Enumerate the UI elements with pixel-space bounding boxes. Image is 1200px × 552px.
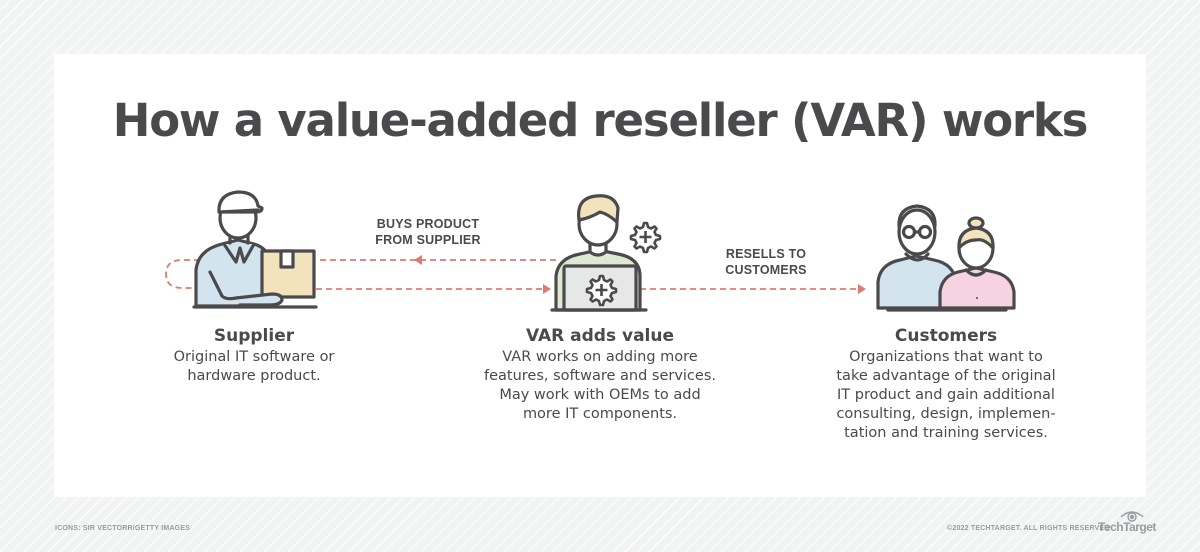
description-line: more IT components. [522, 406, 678, 422]
techtarget-logo-icon [1120, 511, 1144, 522]
description-line: tation and training services. [844, 425, 1048, 441]
copyright-notice: ©2022 TECHTARGET. ALL RIGHTS RESERVED [947, 525, 1110, 532]
page-title: How a value-added reseller (VAR) works [112, 94, 1089, 147]
description-line: Original IT software or [173, 349, 335, 365]
arrow-left-icon [414, 255, 422, 265]
description-line: VAR works on adding more [502, 349, 698, 365]
description-line: Organizations that want to [849, 349, 1043, 365]
gear-plus-icon [585, 274, 618, 307]
flow-label-line: CUSTOMERS [725, 263, 807, 277]
description-line: May work with OEMs to add [499, 387, 701, 403]
icon-credit: ICONS: SIR VECTORR/GETTY IMAGES [55, 525, 191, 532]
var-description: VAR works on adding more features, softw… [460, 348, 740, 424]
brand-logo-text: TechTarget [1098, 520, 1156, 534]
description-line: features, software and services. [484, 368, 716, 384]
flow-label-line: BUYS PRODUCT [376, 217, 480, 231]
description-line: hardware product. [187, 368, 321, 384]
customers-title: Customers [894, 326, 998, 346]
supplier-description: Original IT software or hardware product… [124, 348, 384, 386]
supplier-title: Supplier [213, 326, 295, 346]
flow-label-line: RESELLS TO [725, 247, 807, 261]
couple-icon [876, 204, 1016, 312]
description-line: consulting, design, implemen- [836, 406, 1056, 422]
buy-flow-label: BUYS PRODUCT FROM SUPPLIER [358, 216, 498, 248]
delivery-person-icon [192, 190, 318, 309]
arrow-right-icon [858, 284, 866, 294]
arrowheads [414, 255, 866, 294]
arrow-right-icon [543, 284, 551, 294]
description-line: IT product and gain additional [837, 387, 1055, 403]
gear-plus-icon [629, 221, 662, 254]
flow-arrows [165, 259, 858, 290]
description-line: take advantage of the original [836, 368, 1056, 384]
resell-flow-label: RESELLS TO CUSTOMERS [696, 246, 836, 278]
customers-description: Organizations that want to take advantag… [806, 348, 1086, 443]
flow-label-line: FROM SUPPLIER [375, 233, 481, 247]
var-title: VAR adds value [525, 326, 675, 346]
supplier-loop-line [165, 259, 210, 289]
